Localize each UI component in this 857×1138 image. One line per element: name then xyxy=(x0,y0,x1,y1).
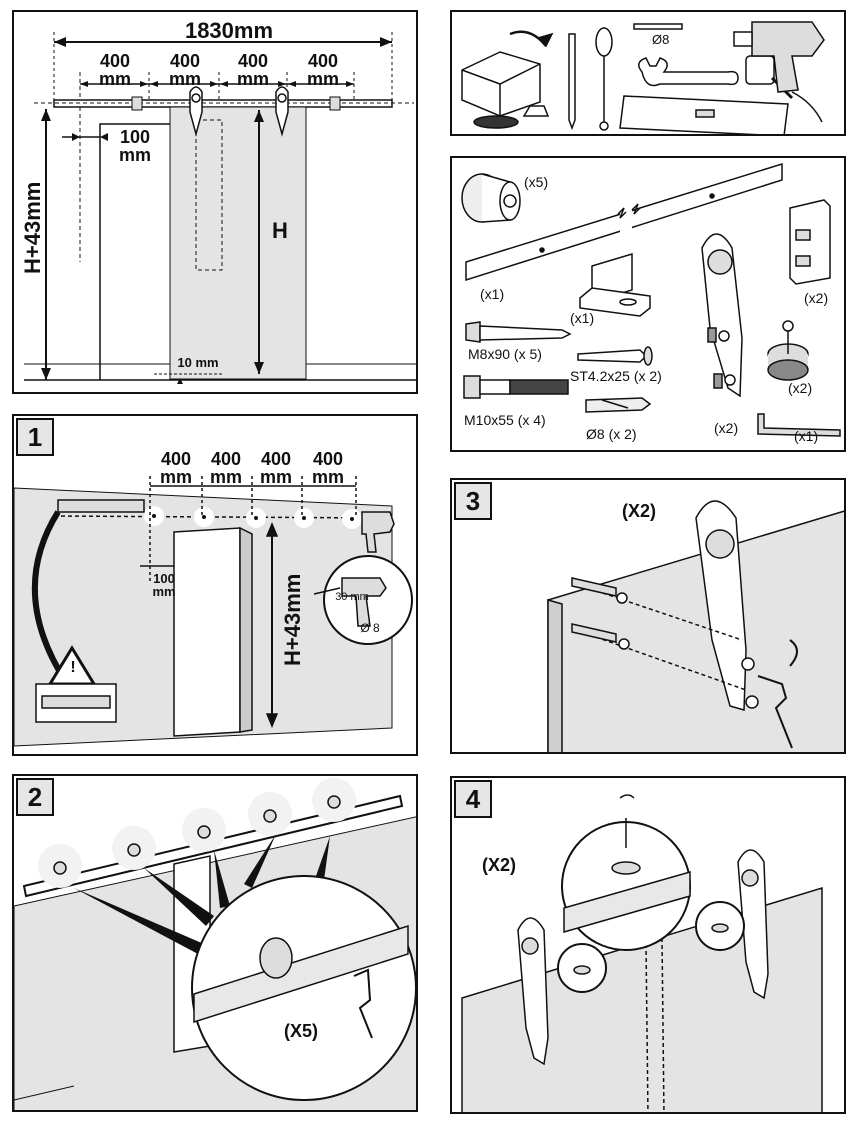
step-3-multiplier: (X2) xyxy=(621,501,656,521)
drill-bit-size-label: Ø 8 xyxy=(360,621,380,635)
step1-seg-2-value: 400 xyxy=(210,449,242,469)
tools-panel: Ø8 xyxy=(450,10,846,136)
allen-key-qty: (x1) xyxy=(794,428,819,444)
step1-offset-unit: mm xyxy=(152,584,176,599)
step-1-number: 1 xyxy=(16,418,54,456)
step-2-panel: 2 (X5) xyxy=(12,774,418,1112)
parts-drawing xyxy=(461,162,841,437)
step-3-number: 3 xyxy=(454,482,492,520)
drill-depth-label: 30 mm xyxy=(335,591,369,603)
floor-gap-label: 10 mm xyxy=(177,355,219,370)
wood-screw-icon xyxy=(577,349,648,363)
warning-icon: ! xyxy=(70,659,76,676)
height-total-label: H+43mm xyxy=(20,181,45,274)
segment-3-unit: mm xyxy=(236,69,269,89)
rail-qty: (x1) xyxy=(480,286,505,302)
step1-seg-3-value: 400 xyxy=(260,449,292,469)
drill-bit-label: Ø8 xyxy=(652,32,670,47)
hanger-qty: (x2) xyxy=(714,420,739,436)
segment-2-value: 400 xyxy=(169,51,201,71)
segment-2-unit: mm xyxy=(168,69,201,89)
tools-drawing xyxy=(461,21,825,134)
step1-height-label: H+43mm xyxy=(280,573,305,666)
segment-3-value: 400 xyxy=(237,51,269,71)
step-1-drawing xyxy=(14,476,413,747)
height-label: H xyxy=(272,218,288,243)
segment-4-unit: mm xyxy=(306,69,339,89)
allen-key-icon xyxy=(757,413,841,437)
total-width-label: 1830mm xyxy=(184,18,274,43)
step1-seg-1-value: 400 xyxy=(160,449,192,469)
step1-offset-value: 100 xyxy=(153,571,175,586)
step1-seg-1-unit: mm xyxy=(159,467,192,487)
offset-unit: mm xyxy=(118,145,151,165)
stopper-qty: (x5) xyxy=(524,174,549,190)
end-stop-icon xyxy=(789,199,831,285)
step1-seg-2-unit: mm xyxy=(209,467,242,487)
step-4-multiplier: (X2) xyxy=(481,855,516,875)
wood-screw-label: ST4.2x25 (x 2) xyxy=(570,368,662,384)
anchor-label: Ø8 (x 2) xyxy=(586,426,637,442)
step-3-panel: 3 (X2) xyxy=(450,478,846,754)
end-stop-qty: (x2) xyxy=(804,290,829,306)
step1-seg-4-value: 400 xyxy=(312,449,344,469)
step-4-panel: 4 (X2) xyxy=(450,776,846,1114)
step-2-drawing xyxy=(14,778,416,1110)
hanger-icon xyxy=(701,233,743,398)
bumper-qty: (x2) xyxy=(788,380,813,396)
floor-guide-qty: (x1) xyxy=(570,310,595,326)
bolt-icon xyxy=(463,375,481,399)
segment-1-value: 400 xyxy=(99,51,131,71)
lag-screw-label: M8x90 (x 5) xyxy=(468,346,542,362)
step-2-number: 2 xyxy=(16,778,54,816)
step1-seg-3-unit: mm xyxy=(259,467,292,487)
segment-1-unit: mm xyxy=(98,69,131,89)
lag-screw-icon xyxy=(465,321,481,343)
step-3-drawing xyxy=(547,500,844,752)
segment-4-value: 400 xyxy=(307,51,339,71)
offset-value: 100 xyxy=(119,127,151,147)
bolt-label: M10x55 (x 4) xyxy=(464,412,546,428)
step-4-drawing xyxy=(461,794,823,1112)
overview-drawing xyxy=(24,32,416,384)
step-2-multiplier: (X5) xyxy=(283,1021,318,1041)
step-4-number: 4 xyxy=(454,780,492,818)
parts-panel: (x5) (x1) (x1) (x2) M8x90 (x 5) ST4.2x25… xyxy=(450,156,846,452)
step1-seg-4-unit: mm xyxy=(311,467,344,487)
